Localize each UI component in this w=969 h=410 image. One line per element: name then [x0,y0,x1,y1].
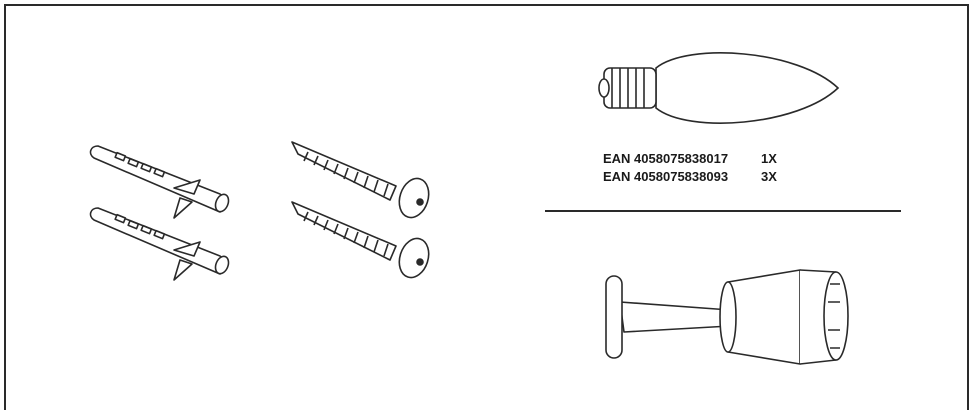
wall-plug-icon [89,145,232,281]
bulb-tool-icon [605,269,849,365]
screw-icon [291,141,435,283]
ean-code: EAN 4058075838093 [603,169,729,184]
frame-top-border [4,4,969,6]
ean-qty: 1X [761,151,777,166]
ean-qty: 3X [761,169,777,184]
ean-list: EAN 4058075838017 1X EAN 4058075838093 3… [603,150,823,186]
light-bulb-icon [598,52,840,124]
section-divider [545,210,901,212]
frame-left-border [4,4,6,410]
frame-right-border [967,4,969,410]
ean-row: EAN 4058075838017 1X [603,150,823,168]
ean-code: EAN 4058075838017 [603,151,729,166]
ean-row: EAN 4058075838093 3X [603,168,823,186]
